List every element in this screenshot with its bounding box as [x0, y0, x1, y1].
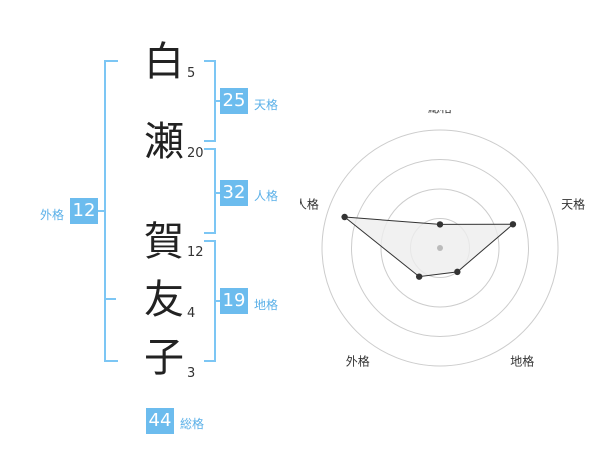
- jinkaku-connector: [214, 192, 220, 194]
- jinkaku-label: 人格: [254, 189, 279, 203]
- radar-ring-2: [380, 188, 500, 308]
- gaikaku-connector: [96, 210, 106, 212]
- radar-center-dot: [437, 245, 443, 251]
- radar-point-1: [436, 221, 444, 228]
- name-char-1: 白: [144, 39, 184, 85]
- radar-point-2: [509, 221, 517, 228]
- gaikaku-value-badge: 12: [70, 198, 98, 224]
- tenkaku-connector: [214, 100, 220, 102]
- radar-axis-label-5: 人格: [300, 197, 319, 212]
- radar-area: [343, 216, 515, 278]
- soukaku-value-badge: 44: [146, 408, 174, 434]
- tenkaku-value-badge: 25: [220, 88, 248, 114]
- jinkaku-value-badge: 32: [220, 180, 248, 206]
- name-char-2: 瀬: [144, 119, 184, 165]
- radar-axis-label-1: 総格: [428, 110, 452, 115]
- radar-ring-3: [351, 159, 529, 337]
- radar-point-5: [341, 213, 348, 221]
- gaikaku-bracket: [104, 60, 118, 362]
- chikaku-label: 地格: [254, 298, 279, 312]
- radar-axis-label-3: 地格: [510, 353, 534, 368]
- chikaku-value-badge: 19: [220, 288, 248, 314]
- chikaku-connector: [214, 300, 220, 302]
- radar-ring-4: [321, 129, 559, 367]
- jinkaku-bracket: [204, 148, 216, 234]
- stroke-count-1: 5: [187, 66, 196, 81]
- stroke-count-5: 3: [187, 366, 196, 381]
- name-char-3: 賀: [144, 219, 184, 265]
- stroke-count-3: 12: [187, 245, 204, 260]
- radar-point-3: [454, 268, 461, 276]
- stroke-count-4: 4: [187, 306, 196, 321]
- gaikaku-label: 外格: [40, 208, 65, 222]
- name-char-4: 友: [144, 277, 184, 323]
- radar-point-4: [415, 273, 423, 280]
- radar-axis-label-4: 外格: [346, 353, 370, 368]
- stroke-count-2: 20: [187, 146, 204, 161]
- soukaku-label: 総格: [180, 417, 205, 431]
- name-char-5: 子: [144, 335, 184, 381]
- gaikaku-bracket-divider: [104, 298, 116, 300]
- radar-axis-label-2: 天格: [561, 197, 585, 212]
- tenkaku-label: 天格: [254, 98, 279, 112]
